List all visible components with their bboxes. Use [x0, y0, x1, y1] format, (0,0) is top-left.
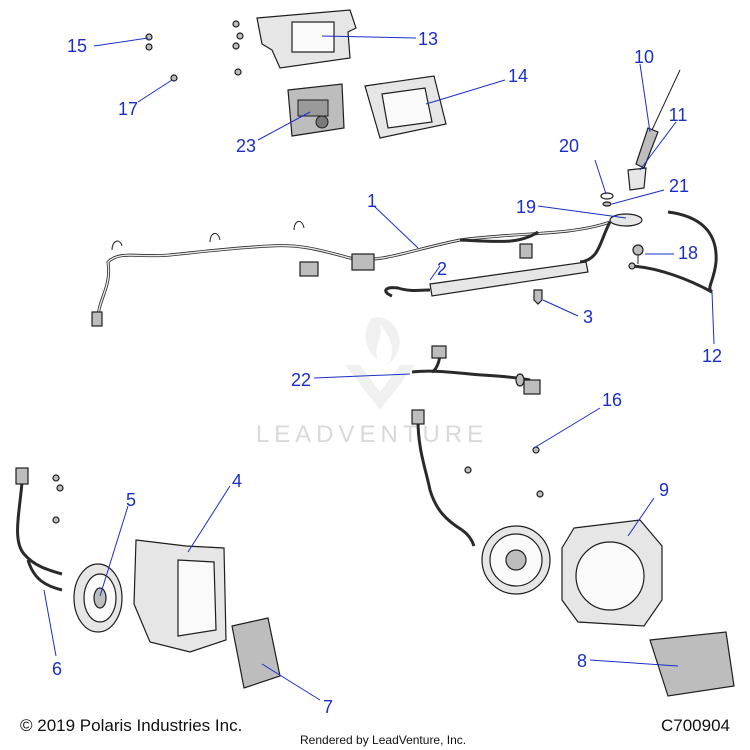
leader-lines — [43, 35, 715, 701]
callout-5: 5 — [126, 490, 136, 510]
part-13-bracket — [256, 9, 357, 69]
copyright-text: © 2019 Polaris Industries Inc. — [20, 716, 243, 735]
part-21-nut — [602, 201, 612, 207]
part-14-bezel — [364, 75, 447, 139]
callout-15: 15 — [67, 36, 87, 56]
part-1-harness — [91, 220, 612, 327]
part-18-bolt — [632, 244, 644, 264]
part-17-screw — [170, 68, 242, 82]
callout-21: 21 — [669, 176, 689, 196]
part-16-screws — [464, 446, 544, 498]
part-19-grommet — [609, 213, 643, 227]
callout-labels: 1 2 3 4 5 6 7 8 9 10 11 12 13 14 15 16 1… — [52, 29, 722, 717]
callout-2: 2 — [437, 259, 447, 279]
rendered-by-text: Rendered by LeadVenture, Inc. — [300, 733, 467, 747]
callout-10: 10 — [634, 47, 654, 67]
callout-1: 1 — [367, 191, 377, 211]
part-12-strap — [628, 210, 718, 294]
part-15-screws — [145, 20, 244, 51]
watermark-logo — [345, 317, 415, 410]
drawing-code: C700904 — [660, 716, 730, 735]
callout-14: 14 — [508, 66, 528, 86]
callout-16: 16 — [602, 390, 622, 410]
callout-22: 22 — [291, 370, 311, 390]
callout-12: 12 — [702, 346, 722, 366]
part-right-speaker-lead — [411, 409, 476, 547]
part-6-speaker-lead — [15, 467, 64, 592]
callout-3: 3 — [583, 307, 593, 327]
part-22-sub-harness — [411, 345, 541, 395]
part-11-antenna-base — [627, 167, 647, 191]
callout-18: 18 — [678, 243, 698, 263]
part-7-grille — [231, 617, 281, 689]
callout-4: 4 — [232, 471, 242, 491]
callout-9: 9 — [659, 480, 669, 500]
callout-19: 19 — [516, 197, 536, 217]
part-2-sleeve — [384, 261, 589, 298]
part-23-radio — [287, 83, 345, 137]
part-9-enclosure — [561, 519, 663, 627]
callout-23: 23 — [236, 136, 256, 156]
part-right-speaker — [481, 525, 551, 595]
callout-11: 11 — [669, 105, 688, 125]
callout-6: 6 — [52, 659, 62, 679]
callout-20: 20 — [559, 136, 579, 156]
part-3-clip — [533, 289, 543, 305]
callout-7: 7 — [323, 697, 333, 717]
part-4-enclosure — [133, 539, 227, 653]
callout-17: 17 — [118, 99, 138, 119]
watermark-text: LEADVENTURE — [256, 421, 488, 448]
part-5-speaker — [73, 563, 123, 633]
part-8-grille — [649, 631, 735, 697]
part-20-washer — [600, 192, 614, 200]
callout-13: 13 — [418, 29, 438, 49]
callout-8: 8 — [577, 651, 587, 671]
